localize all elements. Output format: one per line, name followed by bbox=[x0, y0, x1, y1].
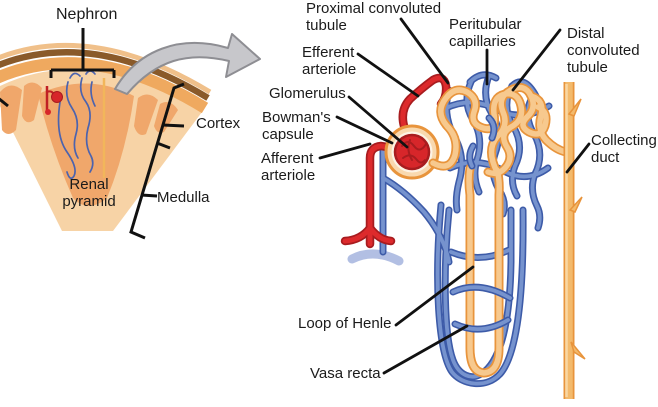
cortex-medulla-bracket bbox=[0, 82, 185, 240]
renal-pyramid-shapes bbox=[0, 82, 178, 206]
zoom-arrow bbox=[114, 33, 261, 95]
vein-end-band bbox=[347, 249, 404, 266]
nephron-bracket bbox=[49, 28, 116, 78]
kidney-rim-band bbox=[0, 57, 209, 114]
kidney-outer-band bbox=[0, 42, 212, 95]
nephron-tubules bbox=[433, 88, 566, 373]
kidney-capsule-band bbox=[0, 49, 210, 101]
leader-lines bbox=[318, 17, 591, 375]
collecting-duct-tubule bbox=[563, 82, 586, 399]
mini-nephron bbox=[45, 70, 106, 180]
kidney-wedge bbox=[0, 42, 212, 231]
